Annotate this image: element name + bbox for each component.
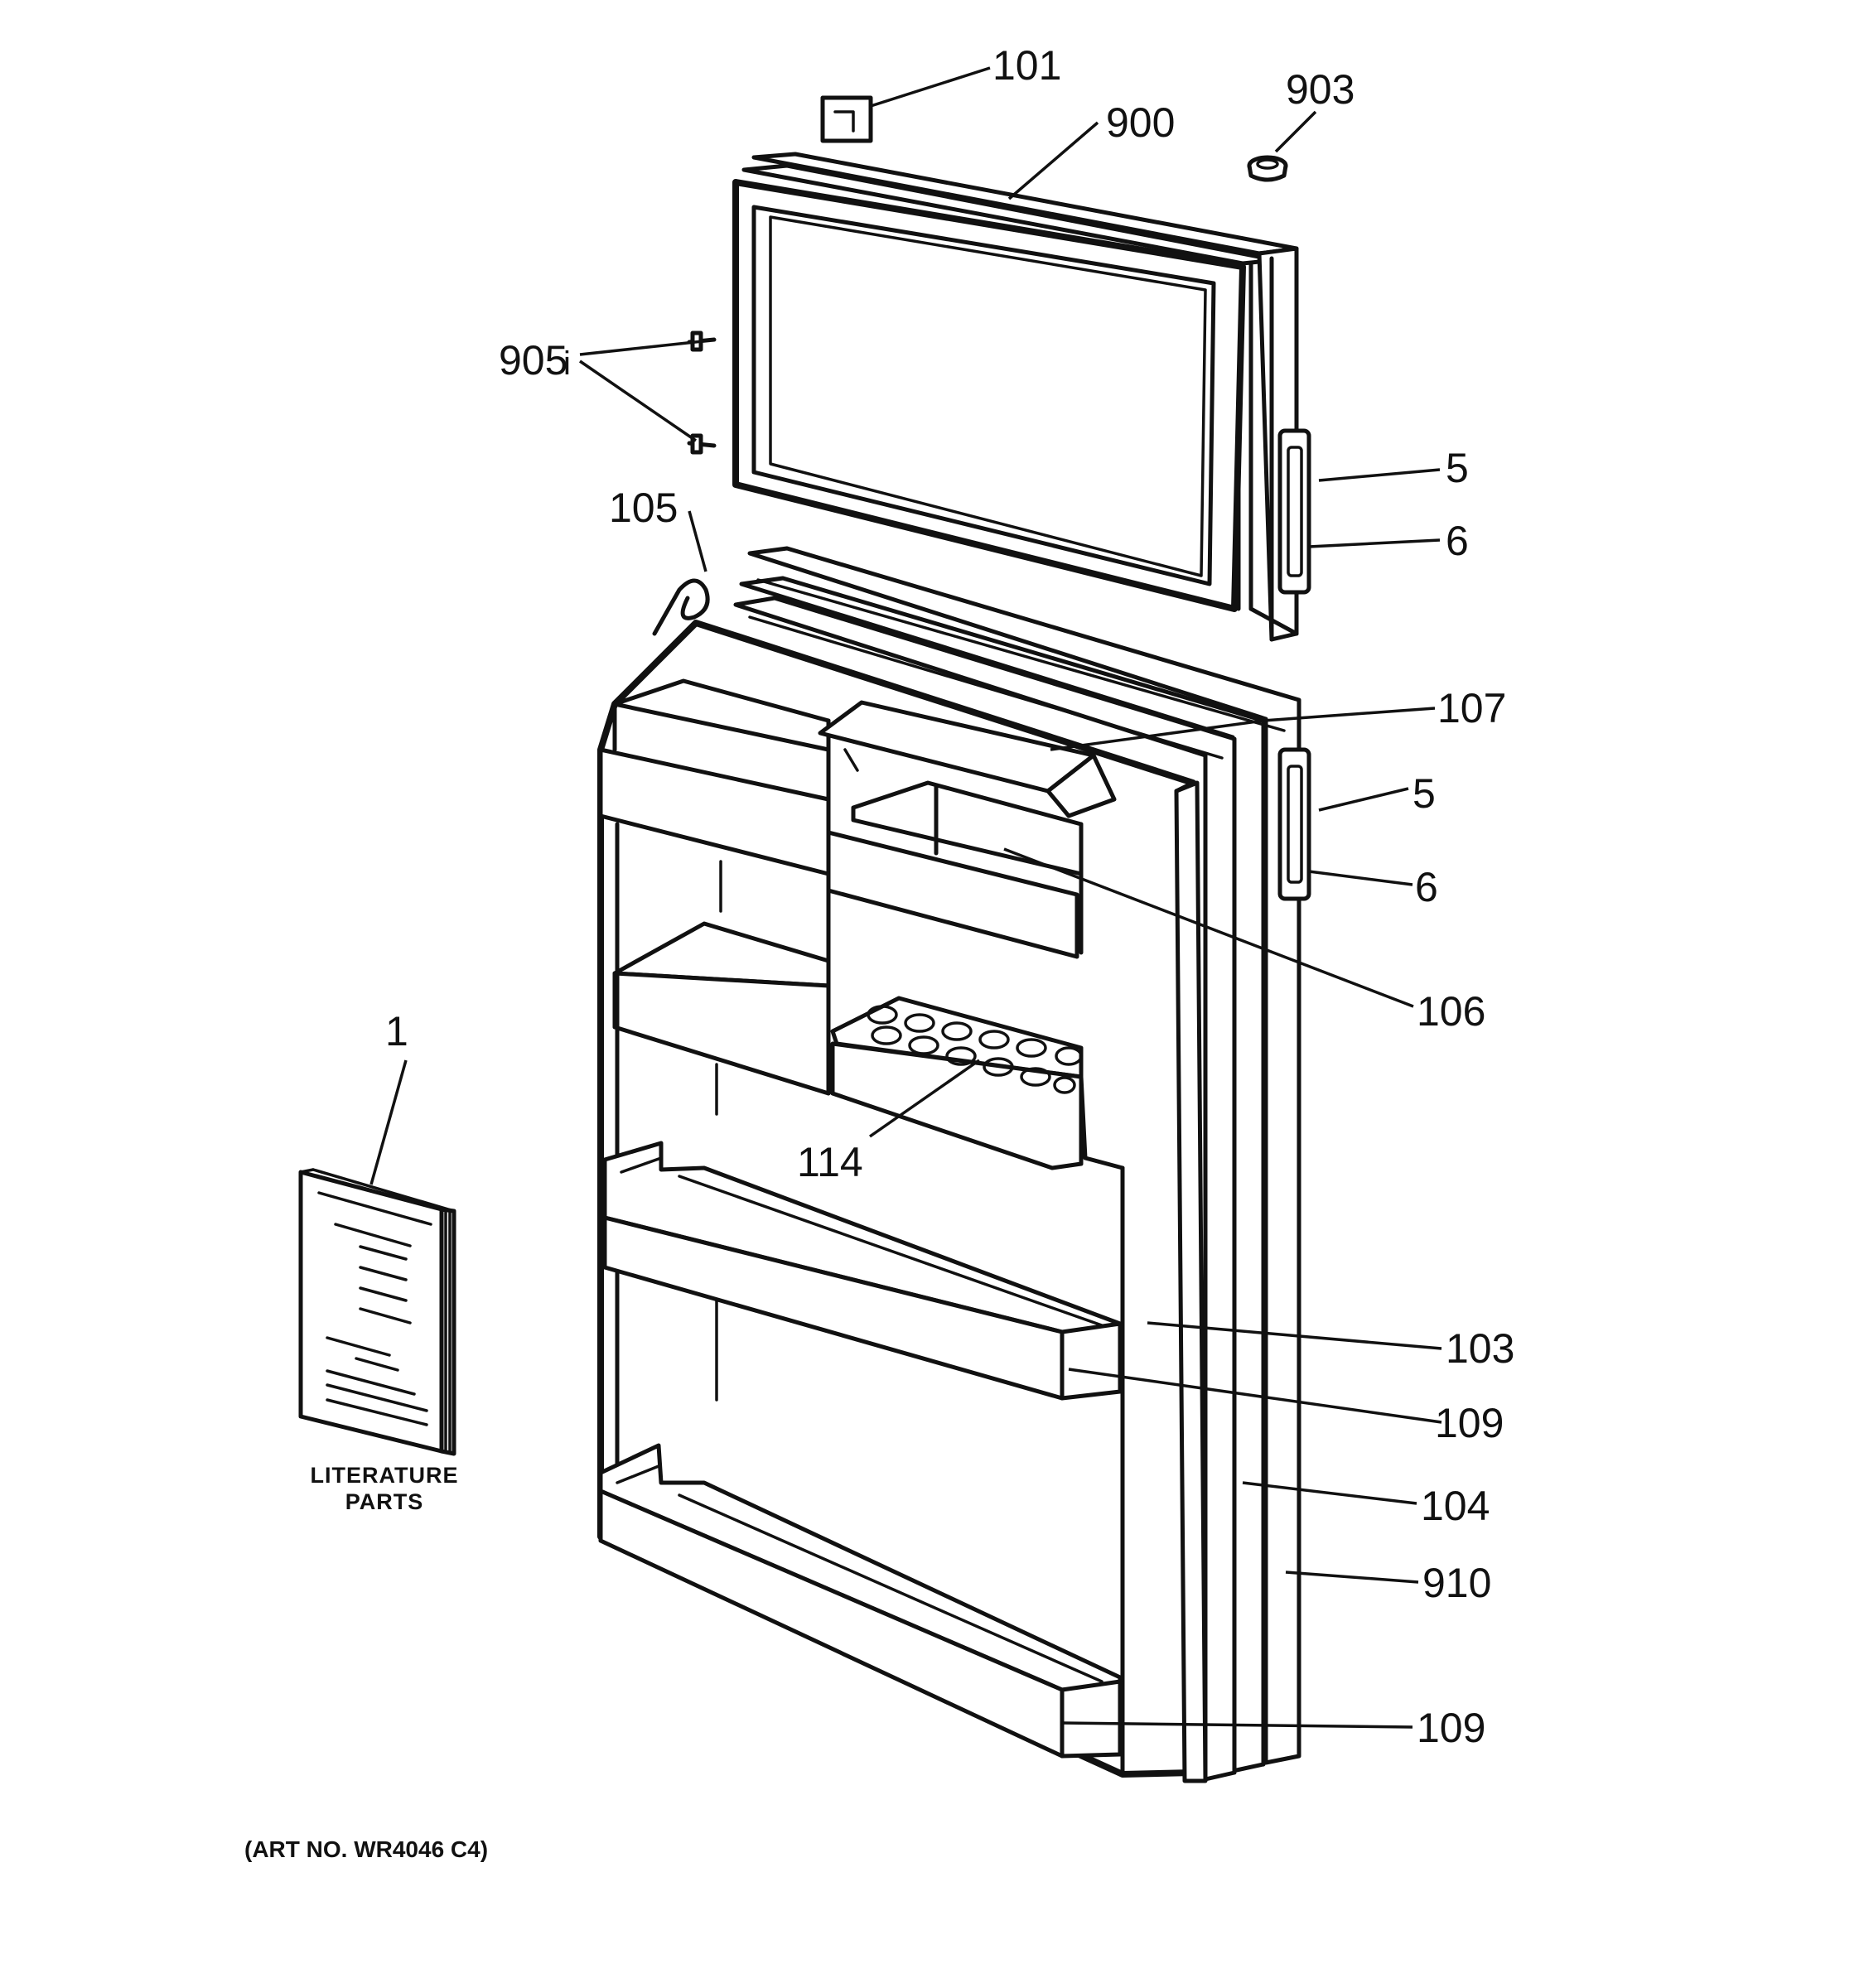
literature-caption-line2: PARTS [345, 1489, 424, 1514]
callout-109-lower: 109 [1417, 1705, 1485, 1751]
callout-6-upper: 6 [1446, 518, 1469, 564]
part-101-clip [820, 95, 873, 143]
callout-1: 1 [385, 1008, 408, 1054]
booklet-text-marks [317, 1191, 432, 1426]
leader-lines [369, 66, 1442, 1729]
callout-910: 910 [1422, 1560, 1491, 1606]
freezer-door [732, 152, 1311, 642]
fresh-food-door [597, 546, 1311, 1783]
callout-6-lower: 6 [1415, 864, 1438, 910]
callout-101: 101 [992, 42, 1061, 89]
egg-cups [867, 1005, 1083, 1094]
part-105-spring [652, 578, 710, 636]
callout-labels: 101 900 903 905 i 5 6 105 107 5 6 106 1 … [385, 42, 1514, 1751]
callout-114: 114 [797, 1139, 863, 1185]
callout-905: 905 [499, 337, 567, 384]
callout-900: 900 [1106, 99, 1175, 146]
part-903-plug [1247, 155, 1288, 182]
callout-105: 105 [609, 485, 678, 531]
literature-booklet [298, 1168, 456, 1456]
callout-109-upper: 109 [1435, 1400, 1504, 1446]
callout-104: 104 [1421, 1483, 1490, 1529]
callout-106: 106 [1417, 988, 1485, 1035]
art-number: (ART NO. WR4046 C4) [244, 1836, 488, 1862]
callout-103: 103 [1446, 1325, 1514, 1372]
callout-905-suffix: i [563, 345, 571, 382]
callout-5-upper: 5 [1446, 445, 1469, 491]
part-905-screws [687, 331, 717, 455]
literature-caption-line1: LITERATURE [311, 1463, 459, 1488]
callout-107: 107 [1437, 685, 1506, 731]
callout-903: 903 [1286, 66, 1355, 113]
callout-5-lower: 5 [1412, 770, 1436, 817]
